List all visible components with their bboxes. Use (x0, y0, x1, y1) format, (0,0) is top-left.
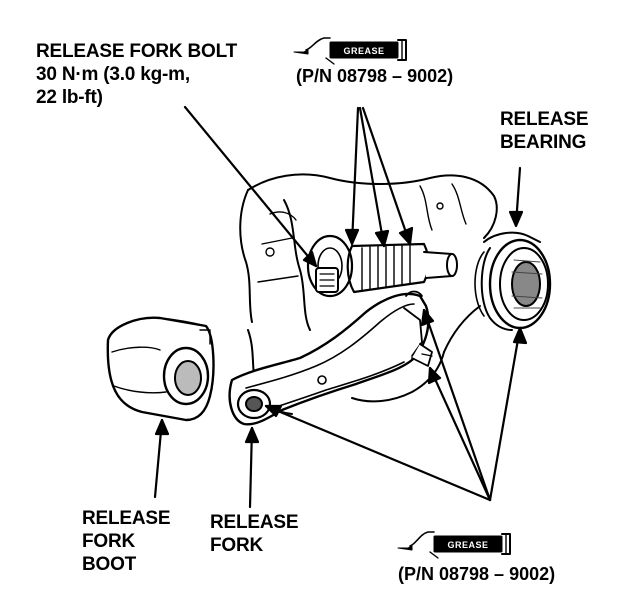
release-fork-bolt (315, 267, 339, 293)
release-fork-bolt-torque-lbft: 22 lb-ft) (36, 87, 103, 108)
release-fork-boot-label: RELEASE FORK BOOT (82, 507, 171, 576)
release-fork-bolt-torque-nm: 30 N·m (3.0 kg-m, (36, 64, 190, 85)
svg-text:GREASE: GREASE (447, 540, 488, 550)
release-bearing-label-line2: BEARING (500, 132, 587, 153)
svg-text:GREASE: GREASE (343, 46, 384, 56)
release-fork-boot-label-line1: RELEASE (82, 508, 171, 529)
grease-part-number-top: (P/N 08798 – 9002) (296, 66, 454, 86)
release-bearing (474, 231, 552, 331)
release-bearing-label: RELEASE BEARING (500, 108, 589, 154)
release-bearing-label-line1: RELEASE (500, 109, 589, 130)
grease-tube-icon: GREASE (293, 37, 407, 65)
release-fork-label: RELEASE FORK (210, 511, 299, 557)
release-fork-boot-label-line2: FORK (82, 531, 136, 552)
release-fork-boot-label-line3: BOOT (82, 554, 137, 575)
leader-lines (153, 105, 528, 509)
release-fork-label-line1: RELEASE (210, 512, 299, 533)
release-fork (228, 290, 433, 426)
release-fork-boot (106, 316, 215, 422)
input-shaft (306, 234, 458, 298)
grease-tube-icon: GREASE (397, 531, 511, 559)
release-fork-bolt-title: RELEASE FORK BOLT (36, 41, 238, 62)
release-fork-label-line2: FORK (210, 535, 264, 556)
release-fork-bolt-label: RELEASE FORK BOLT 30 N·m (3.0 kg-m, 22 l… (36, 40, 237, 109)
grease-part-number-bottom: (P/N 08798 – 9002) (398, 564, 556, 584)
